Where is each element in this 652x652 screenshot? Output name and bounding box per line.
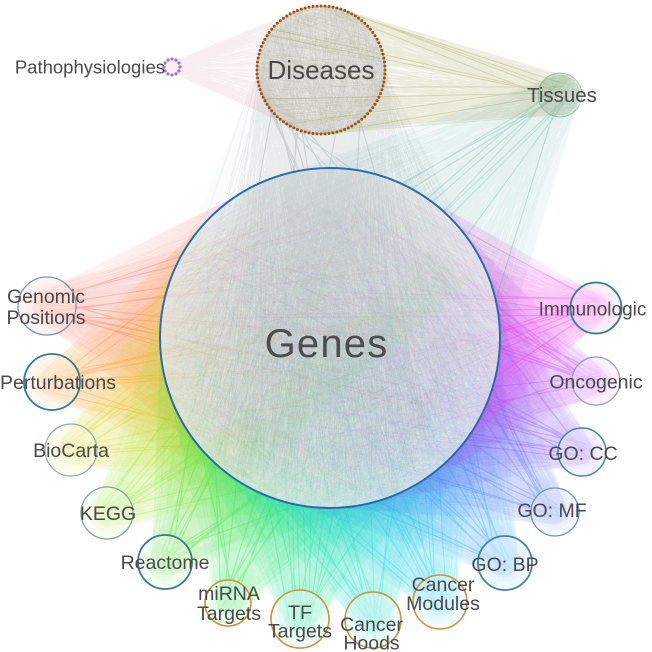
svg-text:Genes: Genes [265,322,389,366]
svg-text:Modules: Modules [406,593,480,615]
svg-text:KEGG: KEGG [80,503,136,525]
svg-text:Tissues: Tissues [527,84,597,107]
svg-text:TF: TF [288,602,312,624]
svg-text:GO: CC: GO: CC [548,443,617,465]
svg-text:Perturbations: Perturbations [0,372,116,394]
svg-text:GO: BP: GO: BP [471,554,538,576]
svg-text:Hoods: Hoods [343,633,400,652]
svg-text:Genomic: Genomic [7,286,85,308]
svg-text:Cancer: Cancer [340,614,403,636]
svg-text:Diseases: Diseases [268,55,375,85]
svg-text:BioCarta: BioCarta [33,440,109,462]
svg-text:Immunologic: Immunologic [539,300,647,321]
svg-text:miRNA: miRNA [198,583,260,605]
svg-text:Targets: Targets [197,603,261,625]
svg-text:Reactome: Reactome [121,552,210,574]
svg-text:GO: MF: GO: MF [517,500,586,522]
svg-text:Pathophysiologies: Pathophysiologies [15,57,165,78]
svg-text:Positions: Positions [6,307,85,329]
svg-text:Cancer: Cancer [412,574,475,596]
svg-text:Oncogenic: Oncogenic [549,372,642,394]
svg-text:Targets: Targets [268,621,332,643]
